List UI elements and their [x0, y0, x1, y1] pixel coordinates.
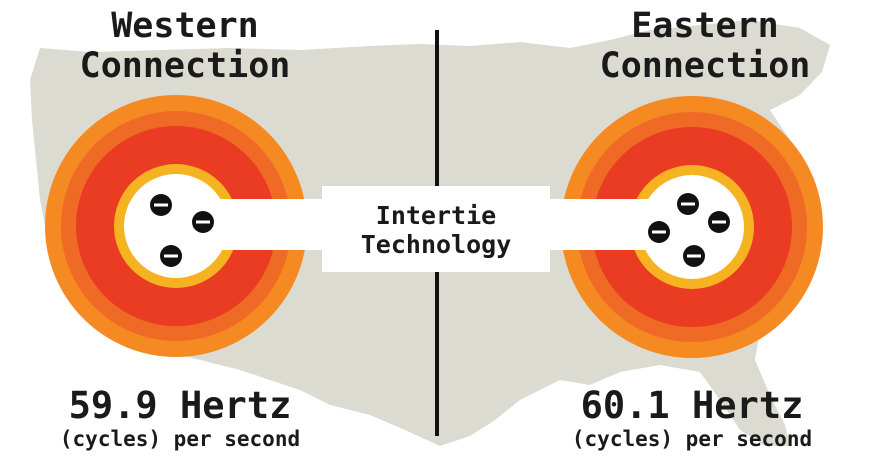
- intertie-label-line2: Technology: [360, 230, 512, 259]
- eastern-connection-title: Eastern Connection: [540, 6, 870, 86]
- western-title-line1: Western: [111, 6, 259, 46]
- eastern-frequency-unit: (cycles) per second: [571, 427, 813, 451]
- minus-circle-icon: [683, 245, 705, 267]
- western-rings: [45, 95, 307, 357]
- intertie-label-box: [322, 186, 550, 272]
- minus-circle-icon: [150, 194, 172, 216]
- west-center: [124, 174, 228, 278]
- intertie-label-line1: Intertie: [375, 201, 497, 230]
- west-particles: [150, 194, 214, 267]
- eastern-title-line1: Eastern: [631, 6, 779, 46]
- eastern-title-line2: Connection: [599, 46, 811, 86]
- eastern-frequency: 60.1 Hertz: [580, 384, 804, 427]
- western-frequency: 59.9 Hertz: [68, 384, 292, 427]
- minus-circle-icon: [192, 211, 214, 233]
- minus-circle-icon: [160, 245, 182, 267]
- eastern-rings: [561, 96, 823, 358]
- minus-circle-icon: [708, 211, 730, 233]
- east-center: [640, 175, 744, 279]
- minus-circle-icon: [677, 193, 699, 215]
- western-connection-title: Western Connection: [20, 6, 350, 86]
- east-particles: [648, 193, 730, 267]
- western-title-line2: Connection: [79, 46, 291, 86]
- western-frequency-unit: (cycles) per second: [59, 427, 301, 451]
- intertie-technology-label: Intertie Technology: [300, 201, 572, 259]
- minus-circle-icon: [648, 221, 670, 243]
